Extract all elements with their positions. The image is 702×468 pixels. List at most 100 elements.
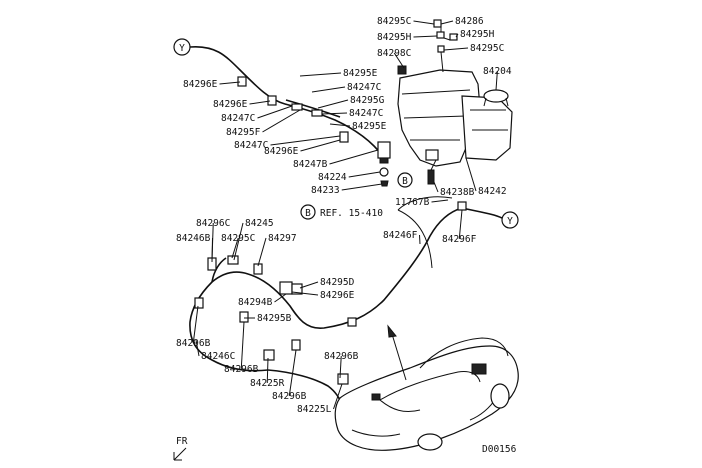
connector-84295C-c [227,255,239,265]
part-label-p_84247C_d: 84247C [234,140,268,151]
leader-p_84246C [195,339,200,357]
clip-84294B [279,281,293,295]
part-label-p_84246B: 84246B [176,233,211,244]
washer-pump-motor [377,141,391,159]
grommet-84298C [397,65,407,75]
location-arrow-head [387,324,397,338]
part-label-p_84296B_d: 84296B [272,391,307,402]
part-label-p_84295C_a: 84295C [377,16,411,27]
pump-grommet [379,167,389,177]
part-label-p_84296E_d: 84296E [320,290,355,301]
hose-clip-upper-b [267,95,277,106]
part-label-p_84247C_c: 84247C [349,108,383,119]
leader-p_84247C_d [270,135,341,146]
part-label-p_84295E_a: 84295E [343,68,378,79]
connector-top-y: Y [173,38,191,56]
clip-84296F [457,201,467,211]
clip-84297 [253,263,263,275]
part-label-p_84247C_b: 84247C [221,113,255,124]
fitting-84295H-b [449,33,458,41]
leader-p_11767B [431,199,449,203]
leader-lines [192,20,498,410]
leader-p_84296E_c [300,139,341,152]
part-label-p_84295B: 84295B [257,313,292,324]
leader-p_84245 [233,222,244,261]
hose-clip-upper-c [339,131,349,143]
leader-p_84225R [266,357,269,384]
hose-joint-a [291,103,303,111]
connector-right-label: Y [507,216,513,227]
part-label-p_11767B: 11767B [395,197,430,208]
clip-84295D [291,283,303,295]
leader-p_84298C [393,52,405,69]
leader-p_84238B [433,181,439,193]
part-label-p_84295C_b: 84295C [470,43,504,54]
leader-p_84295H_a [413,35,438,38]
part-label-p_84296E_c: 84296E [264,146,299,157]
leader-p_84295E_a [299,72,342,77]
part-label-p_84242: 84242 [478,186,507,197]
part-label-p_84296E_a: 84296E [183,79,218,90]
reference-circle-label: B [305,208,311,219]
drawing-code: D00156 [482,444,517,455]
leader-p_84297 [257,237,267,267]
part-label-p_84295H_a: 84295H [377,32,412,43]
leader-p_84296B_c [339,355,342,379]
leader-p_84295E_b [329,123,351,127]
leader-p_84296E_d [291,291,319,296]
clip-84295B [239,311,249,323]
connector-tank-b: B [397,172,413,188]
leader-p_84246B [211,237,213,263]
part-label-p_84246C: 84246C [201,351,235,362]
part-label-p_84246F: 84246F [383,230,418,241]
leader-p_84225L [333,383,343,410]
upper-hose-assembly [189,45,391,187]
leader-p_84296B_a [192,305,199,344]
front-label: FR [176,436,188,447]
leader-p_84295C_c [231,237,239,259]
vehicle-overview [334,324,519,451]
leader-p_84294B [274,293,287,303]
nozzle-84225L [337,373,349,385]
leader-p_84296B_d [288,349,297,397]
pump-outlet [379,157,389,164]
part-label-p_84295F: 84295F [226,127,261,138]
vehicle-nozzle-location [371,393,381,401]
leader-p_84296B_b [240,321,245,370]
part-label-p_84238B: 84238B [440,187,475,198]
rear-wheel [490,383,510,409]
part-label-p_84296C: 84296C [196,218,230,229]
leader-p_84295C_b [443,47,469,51]
lower-hose-assembly [189,201,503,407]
leader-p_84295G [317,99,349,109]
fitting-84295H-a [436,31,445,39]
front-arrow-icon [173,447,187,461]
hose-joint-b [311,109,323,117]
part-label-p_84298C: 84298C [377,48,411,59]
fitting-84295C-b [437,45,445,53]
leader-p_84242 [465,157,477,192]
clip-84246F [347,317,357,327]
leader-p_84295D [299,281,319,289]
clip-84296B-a [194,297,204,309]
leader-p_84296E_b [249,100,271,105]
part-label-p_84225L: 84225L [297,404,332,415]
leader-p_84295C_a [413,20,435,25]
part-label-p_84224: 84224 [318,172,347,183]
part-label-p_84225R: 84225R [250,378,285,389]
part-label-p_84247B: 84247B [293,159,328,170]
part-label-p_84233: 84233 [311,185,340,196]
connector-right-y: Y [501,211,519,229]
bracket-84238B [427,169,435,185]
filler-cap [483,89,509,103]
part-label-p_84245: 84245 [245,218,274,229]
part-label-p_84204: 84204 [483,66,512,77]
leader-p_84247B [329,149,379,165]
cap-84286 [433,19,442,28]
hood-outline [397,196,453,269]
leader-p_84247C_c [321,112,348,115]
leader-p_84246F [419,234,421,245]
leader-p_84295H_b [455,33,459,38]
front-wheel [417,433,443,451]
